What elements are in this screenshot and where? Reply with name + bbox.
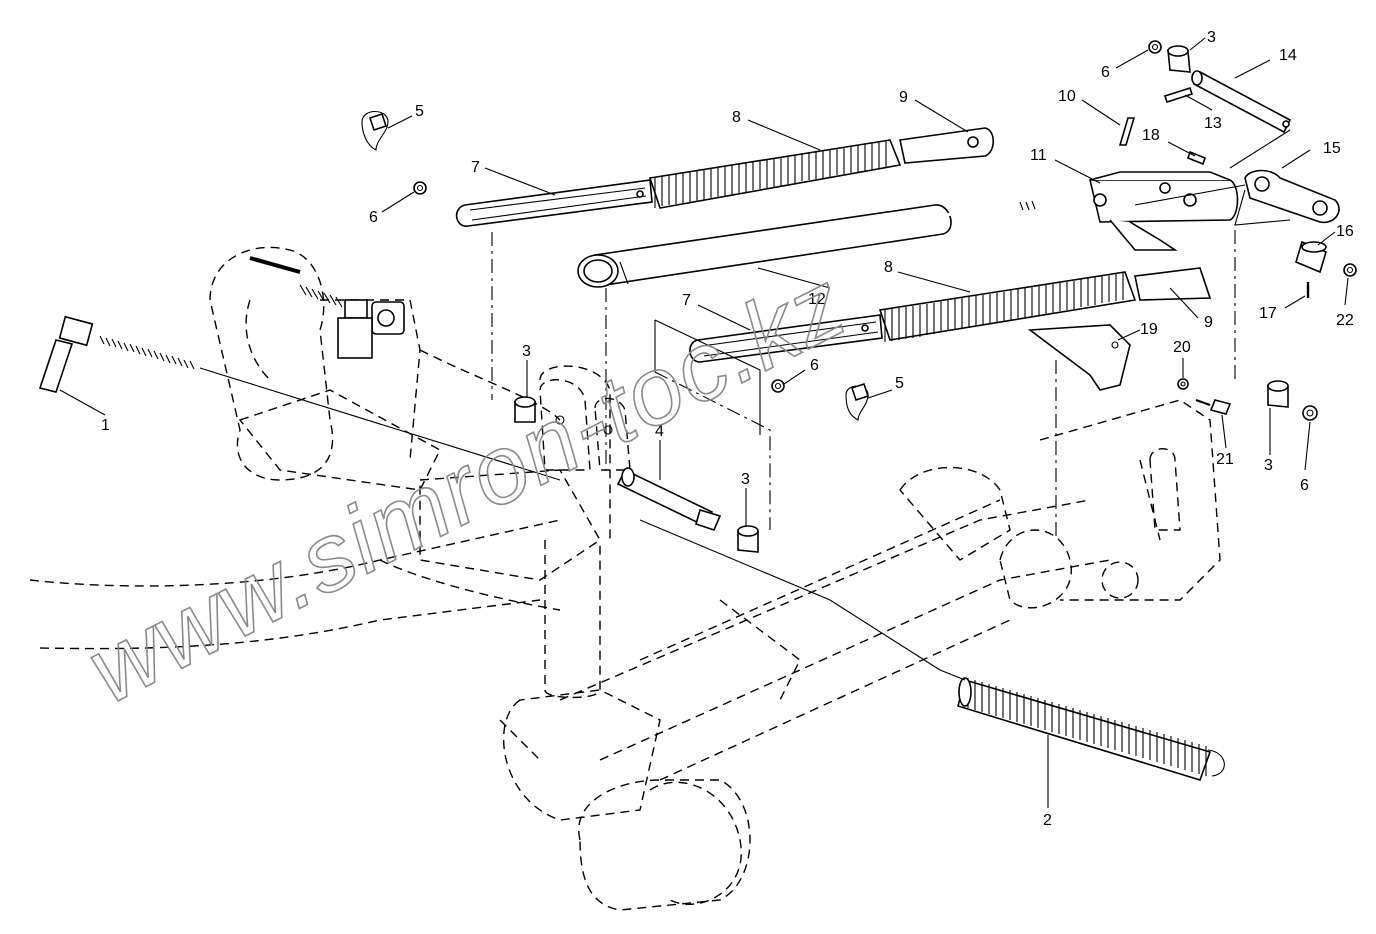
callout-leaders — [59, 37, 1349, 808]
part-3-bushings — [514, 45, 1289, 553]
callout-22: 22 — [1336, 312, 1354, 329]
bushing-3-center — [737, 525, 759, 553]
callout-3-top-right: 3 — [1207, 29, 1216, 46]
part-21-bolt — [1195, 398, 1232, 415]
part-2-tension-spring — [957, 677, 1225, 781]
callout-12: 12 — [808, 291, 826, 308]
callout-7-upper: 7 — [471, 159, 480, 176]
bushing-3-top-right — [1167, 45, 1191, 73]
callout-1: 1 — [101, 417, 110, 434]
part-14-pin — [1191, 70, 1292, 134]
callout-20: 20 — [1173, 339, 1191, 356]
callout-labels: 1 2 3 3 3 3 4 5 5 6 6 6 6 7 7 8 8 9 9 10… — [101, 29, 1354, 829]
callout-9-lower: 9 — [1204, 314, 1213, 331]
callout-13: 13 — [1204, 115, 1222, 132]
callout-15: 15 — [1323, 140, 1341, 157]
callout-5-center: 5 — [895, 375, 904, 392]
callout-4: 4 — [655, 423, 664, 440]
bushing-3-right — [1267, 380, 1289, 408]
part-16-bushing — [1295, 240, 1327, 274]
callout-6-right: 6 — [1300, 477, 1309, 494]
part-13-roll-pin — [1163, 86, 1194, 104]
part-22-nut — [1343, 263, 1357, 277]
callout-9-upper: 9 — [899, 89, 908, 106]
callout-6-left: 6 — [369, 209, 378, 226]
callout-6-top-right: 6 — [1101, 64, 1110, 81]
callout-21: 21 — [1216, 451, 1234, 468]
callout-8-lower: 8 — [884, 259, 893, 276]
callout-5-left: 5 — [415, 103, 424, 120]
part-19-bracket — [1027, 324, 1131, 391]
part-5-clips — [361, 110, 870, 421]
callout-10: 10 — [1058, 88, 1076, 105]
axle-support-plates — [539, 379, 1181, 531]
callout-19: 19 — [1140, 321, 1158, 338]
part-15-link-plate — [1234, 169, 1340, 226]
callout-11: 11 — [1030, 147, 1047, 164]
part-4-small-strut — [616, 467, 722, 531]
callout-7-lower: 7 — [682, 292, 691, 309]
bracket-bolts — [249, 256, 405, 359]
assembly-centerlines — [491, 230, 1236, 540]
callout-14: 14 — [1279, 47, 1297, 64]
part-1-tie-bolt — [38, 315, 201, 393]
callout-3-right: 3 — [1264, 457, 1273, 474]
callout-2: 2 — [1043, 812, 1052, 829]
callout-18: 18 — [1142, 127, 1160, 144]
part-7-8-9-upper-spring-link — [455, 127, 995, 227]
callout-6-center: 6 — [810, 357, 819, 374]
callout-17: 17 — [1259, 305, 1277, 322]
callout-3-center: 3 — [741, 471, 750, 488]
frame-assembly-outline — [29, 246, 1221, 911]
solid-leaders-to-frame — [199, 129, 1291, 681]
part-6-washers — [413, 40, 1318, 421]
part-20-nut — [1177, 378, 1189, 390]
part-7-8-9-lower-spring-link — [689, 267, 1212, 363]
callout-8-upper: 8 — [732, 109, 741, 126]
part-12-strut — [577, 200, 1041, 288]
callout-16: 16 — [1336, 223, 1354, 240]
part-11-pivot-bracket — [1088, 117, 1239, 251]
bushing-3-left — [514, 396, 536, 423]
callout-3-left: 3 — [522, 343, 531, 360]
